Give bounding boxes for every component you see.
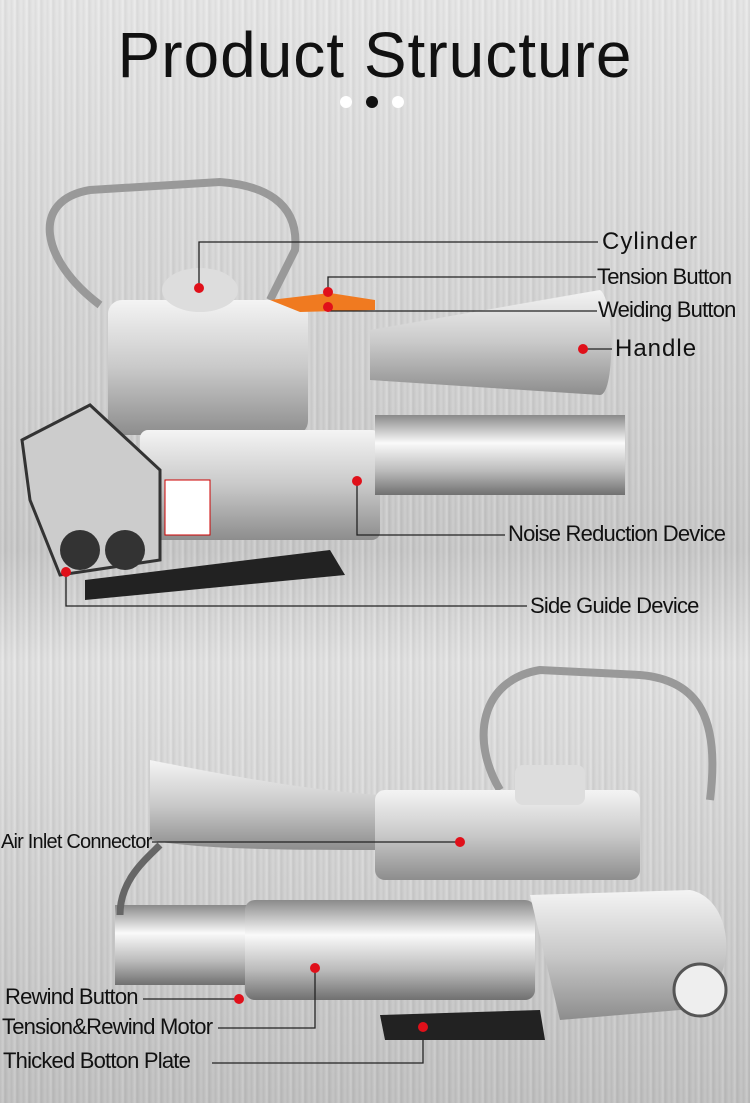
label-handle: Handle xyxy=(615,335,698,362)
handle-grip xyxy=(150,760,380,850)
label-motor: Tension&Rewind Motor xyxy=(2,1014,213,1039)
motor-cylinder xyxy=(245,900,535,1000)
label-tension-button: Tension Button xyxy=(597,264,732,289)
carry-handle xyxy=(45,177,300,309)
marker-welding-button xyxy=(323,302,333,312)
marker-noise-reduction xyxy=(352,476,362,486)
label-air-inlet: Air Inlet Connector xyxy=(1,831,152,853)
carousel-dot[interactable] xyxy=(392,96,404,108)
tool-side-view-2 xyxy=(115,665,728,1040)
orange-lever xyxy=(270,293,375,312)
air-hose xyxy=(116,842,163,916)
motor-cylinder xyxy=(375,415,625,495)
carousel-dot[interactable] xyxy=(340,96,352,108)
handle-grip xyxy=(370,290,612,395)
label-welding-button: Weiding Button xyxy=(598,297,736,322)
base-plate xyxy=(85,550,345,600)
marker-handle xyxy=(578,344,588,354)
carousel-dots xyxy=(340,96,404,108)
carousel-dot-active[interactable] xyxy=(366,96,378,108)
label-cylinder: Cylinder xyxy=(602,228,699,255)
marker-rewind-button xyxy=(234,994,244,1004)
marker-tension-button xyxy=(323,287,333,297)
page-title: Product Structure xyxy=(117,19,633,91)
label-rewind-button: Rewind Button xyxy=(5,984,138,1009)
marker-dots xyxy=(61,283,588,1032)
label-side-guide: Side Guide Device xyxy=(530,593,699,618)
tool-side-view-1 xyxy=(20,177,625,600)
marker-cylinder xyxy=(194,283,204,293)
marker-motor xyxy=(310,963,320,973)
base-plate xyxy=(380,1010,545,1040)
marker-air-inlet xyxy=(455,837,465,847)
label-bottom-plate: Thicked Botton Plate xyxy=(3,1048,191,1073)
marker-side-guide xyxy=(61,567,71,577)
marker-bottom-plate xyxy=(418,1022,428,1032)
label-noise-reduction: Noise Reduction Device xyxy=(508,521,726,546)
carry-handle xyxy=(479,665,717,801)
